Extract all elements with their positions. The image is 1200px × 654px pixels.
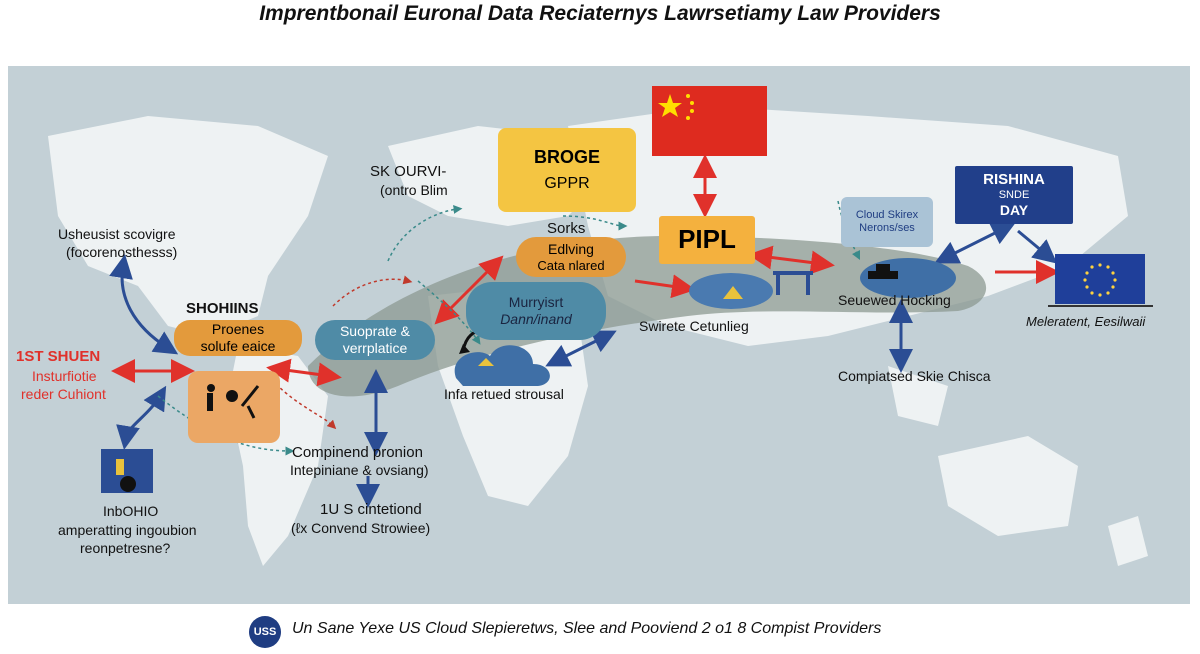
gdpr-box-title: BROGE [533, 146, 600, 167]
us-label-2: (ℓx Convend Strowiee) [291, 520, 431, 536]
red-note-2: Insturfiotie [32, 368, 97, 384]
edlving-box-subtitle: Cata nlared [537, 257, 605, 273]
proenes-box-subtitle: solufe eaice [200, 338, 276, 354]
footer: USS Un Sane Yexe US Cloud Slepieretws, S… [0, 612, 1200, 652]
uss-badge-icon: USS [249, 616, 281, 648]
usheusist-label-1: Usheusist scovigre [58, 226, 176, 242]
us-label-1: 1U S cintetiond [320, 501, 422, 518]
compinend-label-1: Compinend pronion [292, 444, 423, 461]
suoprate-box-subtitle: verrplatice [342, 340, 408, 356]
eu-flag-icon [1048, 254, 1153, 307]
suoprate-box-title: Suoprate & [339, 323, 411, 340]
user-device-icon [101, 449, 153, 493]
rishina-box: RISHINA SNDE DAY [955, 166, 1073, 224]
red-arrows [111, 154, 1060, 387]
inbohio-label-1: InbOHIO [103, 503, 159, 519]
seuewed-label: Seuewed Hocking [838, 292, 951, 308]
proenes-box-title: Proenes [211, 321, 265, 338]
china-flag-icon [652, 86, 767, 156]
murryisrt-box-subtitle: Dann/inand [500, 311, 572, 327]
dotted-red-arrows [275, 275, 413, 430]
swirete-label: Swirete Cetunlieg [639, 318, 749, 334]
suoprate-box: Suoprate & verrplatice [315, 320, 435, 360]
cloud-storage-icon [454, 345, 550, 386]
compiatsed-label: Compiatsed Skie Chisca [838, 368, 991, 384]
blue-arrows [109, 222, 1058, 508]
inbohio-label-3: reonpetresne? [80, 540, 171, 556]
footer-caption: Un Sane Yexe US Cloud Slepieretws, Slee … [292, 620, 882, 637]
ontro-blim-label: (ontro Blim [380, 182, 448, 198]
infa-label: Infa retued strousal [444, 386, 564, 402]
pipl-box: PIPL [659, 216, 755, 264]
pipl-box-label: PIPL [678, 224, 736, 255]
sorks-label: Sorks [547, 220, 586, 237]
cloud-skirex-title: Cloud Skirex [855, 208, 919, 221]
gdpr-box: BROGE GPPR [498, 128, 636, 212]
rishina-box-mid: SNDE [998, 189, 1030, 201]
proenes-box: Proenes solufe eaice [174, 320, 302, 356]
shohiins-label: SHOHIINS [186, 300, 259, 317]
red-note-3: reder Cuhiont [21, 386, 106, 402]
edlving-box: Edlving Cata nlared [516, 237, 626, 277]
sk-ourvi-label: SK OURVI- [370, 163, 447, 180]
inbohio-label-2: amperatting ingoubion [58, 522, 197, 538]
people-icon [188, 371, 280, 443]
meleraterant-label: Meleratent, Eesilwaii [1026, 314, 1146, 329]
cloud-skirex-box: Cloud Skirex Nerons/ses [841, 197, 933, 247]
data-center-icon [860, 258, 956, 298]
dotted-teal-arrows [157, 200, 861, 456]
usheusist-label-2: (focorenosthesss) [66, 244, 178, 260]
rishina-box-title: RISHINA [983, 171, 1045, 188]
world-map-diagram: BROGE GPPR PIPL Edlving Cata nlared Murr… [8, 66, 1190, 604]
murryisrt-box-title: Murryisrt [508, 294, 564, 311]
compinend-label-2: Intepiniane & ovsiang) [290, 462, 429, 478]
cloud-skirex-subtitle: Nerons/ses [859, 222, 915, 234]
edlving-box-title: Edlving [548, 240, 594, 257]
gdpr-box-subtitle: GPPR [544, 175, 590, 193]
rishina-box-bottom: DAY [999, 202, 1029, 219]
murryisrt-box: Murryisrt Dann/inand [466, 282, 606, 340]
red-note-1: 1ST SHUEN [16, 348, 101, 365]
page-title: Imprentbonail Euronal Data Reciaternys L… [259, 2, 941, 25]
cloud-server-icon [689, 271, 813, 309]
